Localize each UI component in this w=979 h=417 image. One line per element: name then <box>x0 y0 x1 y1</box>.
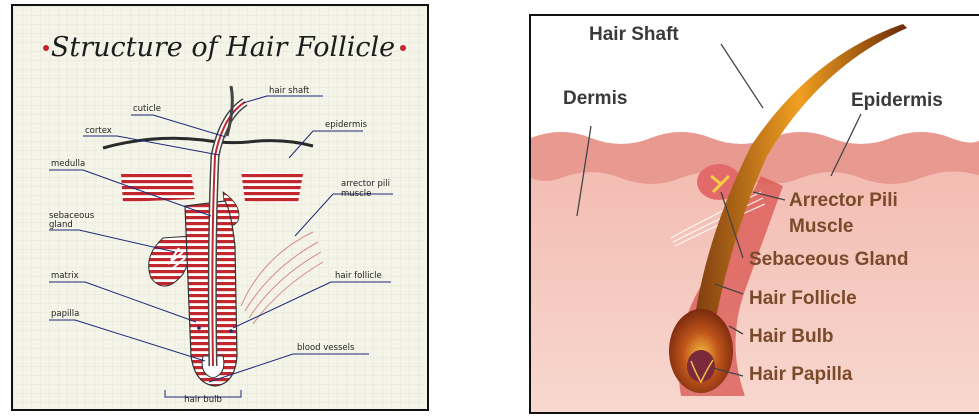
label-arrector-pili-line2: muscle <box>341 189 371 199</box>
label-hair-shaft: hair shaft <box>269 86 310 96</box>
label-arrector-pili-line1: arrector pili <box>341 179 390 189</box>
label-epidermis: Epidermis <box>851 90 943 111</box>
right-diagram-canvas: Hair Shaft Dermis Epidermis Arrector Pil… <box>531 16 979 414</box>
title-dot-left <box>43 45 49 51</box>
label-hair-papilla: Hair Papilla <box>749 364 853 385</box>
diagram-title: Structure of Hair Follicle <box>51 32 395 63</box>
left-diagram-panel: Structure of Hair Follicle <box>11 4 429 411</box>
label-sebaceous-gland: Sebaceous Gland <box>749 249 908 270</box>
label-hair-follicle: Hair Follicle <box>749 288 857 309</box>
label-hair-shaft: Hair Shaft <box>589 24 679 45</box>
label-matrix: matrix <box>51 271 79 281</box>
label-hair-bulb: hair bulb <box>184 395 222 405</box>
blood-vessel-dot <box>197 326 201 330</box>
title-dot-right <box>400 45 406 51</box>
label-arrector-pili-line2: Muscle <box>789 216 853 237</box>
label-epidermis: epidermis <box>325 120 368 130</box>
label-hair-follicle: hair follicle <box>335 271 382 281</box>
label-hair-bulb: Hair Bulb <box>749 326 833 347</box>
label-cortex: cortex <box>85 126 112 136</box>
left-diagram-canvas: Structure of Hair Follicle <box>13 6 427 409</box>
blood-vessel-dot <box>229 329 233 333</box>
label-blood-vessels: blood vessels <box>297 343 355 353</box>
label-dermis: Dermis <box>563 88 627 109</box>
right-diagram-panel: Hair Shaft Dermis Epidermis Arrector Pil… <box>529 14 979 414</box>
label-medulla: medulla <box>51 159 85 169</box>
label-sebaceous-line2: gland <box>49 220 73 230</box>
label-arrector-pili-line1: Arrector Pili <box>789 190 898 211</box>
dermis-block-right <box>241 171 303 203</box>
hair-papilla <box>687 350 715 382</box>
label-cuticle: cuticle <box>133 104 161 114</box>
label-papilla: papilla <box>51 309 79 319</box>
